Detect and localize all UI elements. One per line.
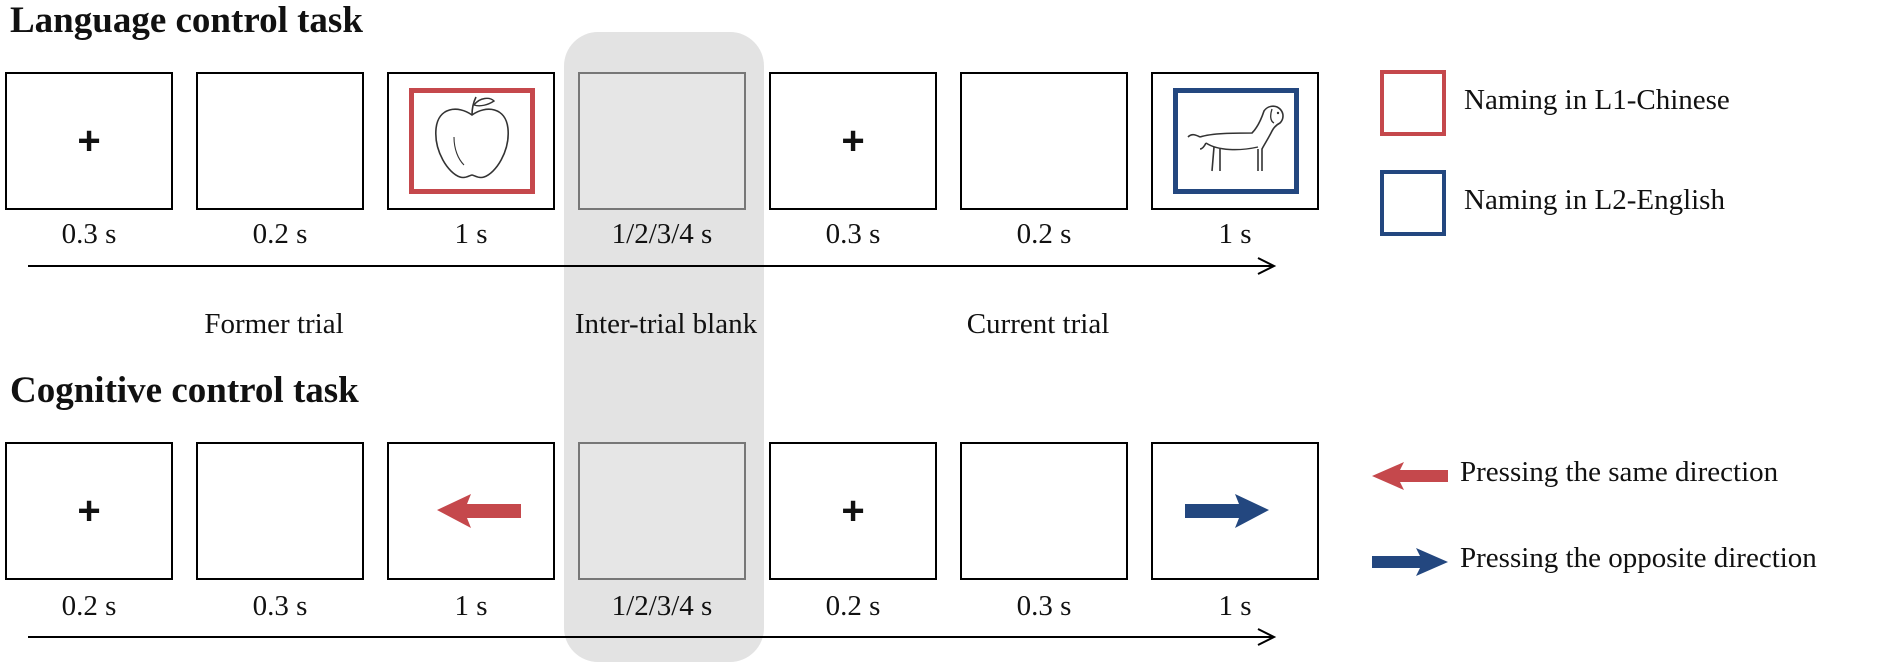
duration-label: 1/2/3/4 s: [611, 218, 713, 250]
duration-label: 0.2 s: [1016, 218, 1072, 250]
legend-label: Pressing the opposite direction: [1460, 542, 1817, 574]
duration-label: 0.2 s: [252, 218, 308, 250]
lang-current-fixation-frame: +: [769, 72, 937, 210]
lang-current-blank-frame: [960, 72, 1128, 210]
blue-right-arrow-icon: [1185, 494, 1269, 528]
red-left-arrow-legend-icon: [1372, 462, 1448, 490]
duration-label: 0.3 s: [825, 218, 881, 250]
duration-label: 1 s: [454, 218, 488, 250]
legend-label: Pressing the same direction: [1460, 456, 1779, 488]
cog-current-blank-frame: [960, 442, 1128, 580]
current-trial-label: Current trial: [966, 308, 1110, 340]
red-frame-legend-swatch: [1380, 70, 1446, 136]
cog-former-stimulus-frame: [387, 442, 555, 580]
duration-label: 0.3 s: [252, 590, 308, 622]
red-left-arrow-icon: [437, 494, 521, 528]
fixation-cross: +: [77, 118, 101, 163]
lang-former-stimulus-frame: [387, 72, 555, 210]
lang-former-fixation-frame: +: [5, 72, 173, 210]
fixation-cross: +: [841, 488, 865, 533]
blue-frame-legend-swatch: [1380, 170, 1446, 236]
lang-timeline-arrow: [28, 257, 1277, 275]
duration-label: 1 s: [1218, 218, 1252, 250]
legend-label: Naming in L2-English: [1464, 184, 1725, 216]
lang-inter-trial-blank-frame: [578, 72, 746, 210]
fixation-cross: +: [77, 488, 101, 533]
duration-label: 1 s: [1218, 590, 1252, 622]
cognitive-task-title: Cognitive control task: [10, 370, 359, 411]
blue-right-arrow-legend-icon: [1372, 548, 1448, 576]
fixation-cross: +: [841, 118, 865, 163]
duration-label: 0.3 s: [61, 218, 117, 250]
apple-icon: [435, 96, 509, 179]
red-picture-frame: [409, 88, 535, 194]
cog-inter-trial-blank-frame: [578, 442, 746, 580]
dog-icon: [1187, 105, 1284, 172]
blue-picture-frame: [1173, 88, 1299, 194]
duration-label: 0.2 s: [825, 590, 881, 622]
lang-former-blank-frame: [196, 72, 364, 210]
cog-current-stimulus-frame: [1151, 442, 1319, 580]
duration-label: 0.3 s: [1016, 590, 1072, 622]
cog-timeline-arrow: [28, 628, 1277, 646]
duration-label: 1 s: [454, 590, 488, 622]
inter-trial-blank-label: Inter-trial blank: [574, 308, 758, 340]
language-task-title: Language control task: [10, 0, 363, 41]
duration-label: 0.2 s: [61, 590, 117, 622]
former-trial-label: Former trial: [204, 308, 344, 340]
cog-current-fixation-frame: +: [769, 442, 937, 580]
cog-former-fixation-frame: +: [5, 442, 173, 580]
cog-former-blank-frame: [196, 442, 364, 580]
lang-current-stimulus-frame: [1151, 72, 1319, 210]
legend-label: Naming in L1-Chinese: [1464, 84, 1730, 116]
duration-label: 1/2/3/4 s: [611, 590, 713, 622]
